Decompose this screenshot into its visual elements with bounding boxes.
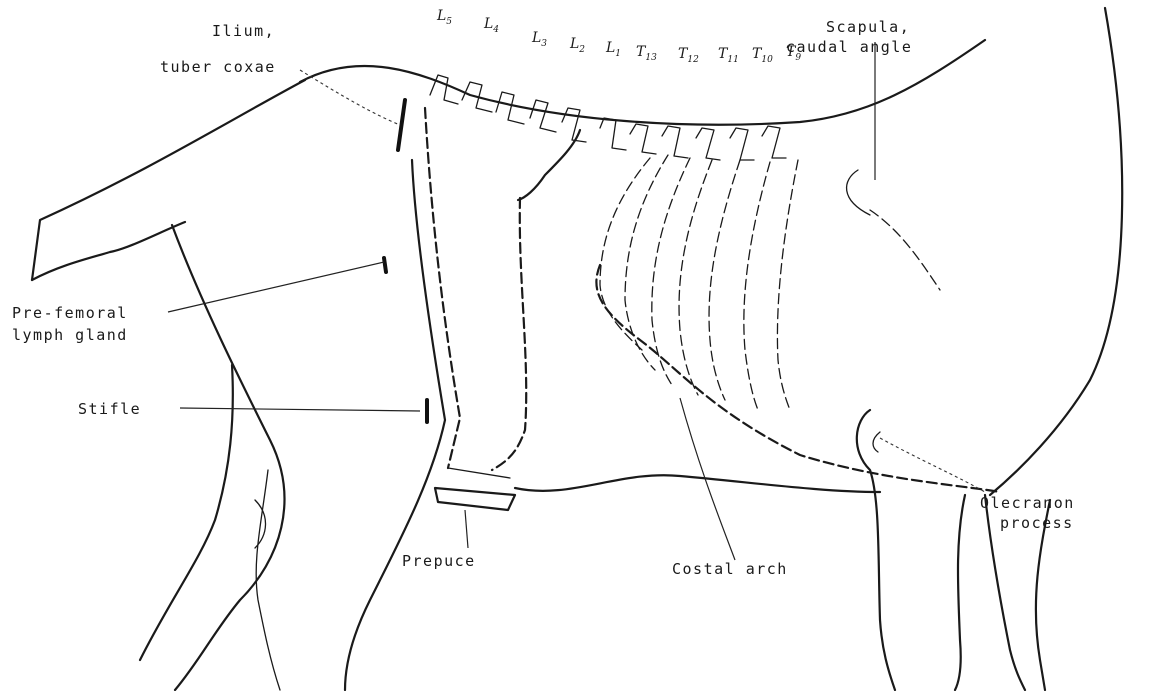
ilium-label: Ilium, bbox=[212, 22, 275, 40]
vertebra-label: T12 bbox=[678, 46, 699, 65]
rump-outline bbox=[32, 80, 305, 280]
stifle-label: Stifle bbox=[78, 400, 141, 418]
prefemoral-pointer bbox=[168, 262, 384, 312]
foreleg-inner bbox=[955, 495, 965, 690]
vertebra-label: T11 bbox=[718, 46, 739, 65]
scapula-caudal-line bbox=[870, 210, 940, 290]
olecranon-sub-label: process bbox=[1000, 514, 1074, 532]
prepuce-label: Prepuce bbox=[402, 552, 476, 570]
prefemoral-label: Pre-femoral bbox=[12, 304, 128, 322]
shoulder-outline bbox=[990, 8, 1122, 495]
scapula-sub-label: caudal angle bbox=[786, 38, 912, 56]
ribs bbox=[600, 155, 798, 410]
prefemoral-gland-mark bbox=[384, 258, 386, 272]
vertebra-label: T13 bbox=[636, 44, 657, 63]
prepuce-pointer bbox=[465, 510, 468, 548]
hind-leg-inner bbox=[140, 365, 233, 660]
vertebra-label: L2 bbox=[570, 36, 585, 55]
olecranon-label: Olecranon bbox=[980, 494, 1075, 512]
prepuce-outline bbox=[435, 488, 515, 510]
vertebral-processes bbox=[430, 75, 786, 160]
ilium-pointer bbox=[300, 70, 400, 125]
tail-outline bbox=[32, 222, 185, 280]
olecranon-pointer bbox=[880, 438, 985, 492]
lumbar-spur bbox=[518, 130, 580, 200]
flank-outline bbox=[345, 160, 445, 690]
tuber-coxae-mark bbox=[398, 100, 405, 150]
vertebra-label: L4 bbox=[484, 16, 499, 35]
hind-leg-back bbox=[256, 470, 280, 690]
olecranon-curve bbox=[873, 432, 880, 452]
scapula-label: Scapula, bbox=[826, 18, 910, 36]
ribcage-lower-outline bbox=[596, 265, 1000, 492]
stifle-pointer bbox=[180, 408, 420, 411]
vertebra-label: T10 bbox=[752, 46, 773, 65]
scapula-edge bbox=[847, 170, 870, 215]
vertebra-label: L5 bbox=[437, 8, 452, 27]
elbow-outline bbox=[857, 410, 895, 690]
ilium-sub-label: tuber coxae bbox=[160, 58, 276, 76]
prepuce-band-right bbox=[492, 198, 526, 470]
vertebra-label: L3 bbox=[532, 30, 547, 49]
belly-outline bbox=[515, 475, 880, 492]
vertebra-label: T9 bbox=[786, 44, 801, 63]
prepuce-band-bottom bbox=[448, 468, 510, 478]
costal-arch-label: Costal arch bbox=[672, 560, 788, 578]
prefemoral-sub-label: lymph gland bbox=[12, 326, 128, 344]
vertebra-label: L1 bbox=[606, 40, 621, 59]
prepuce-band-left bbox=[425, 108, 460, 468]
